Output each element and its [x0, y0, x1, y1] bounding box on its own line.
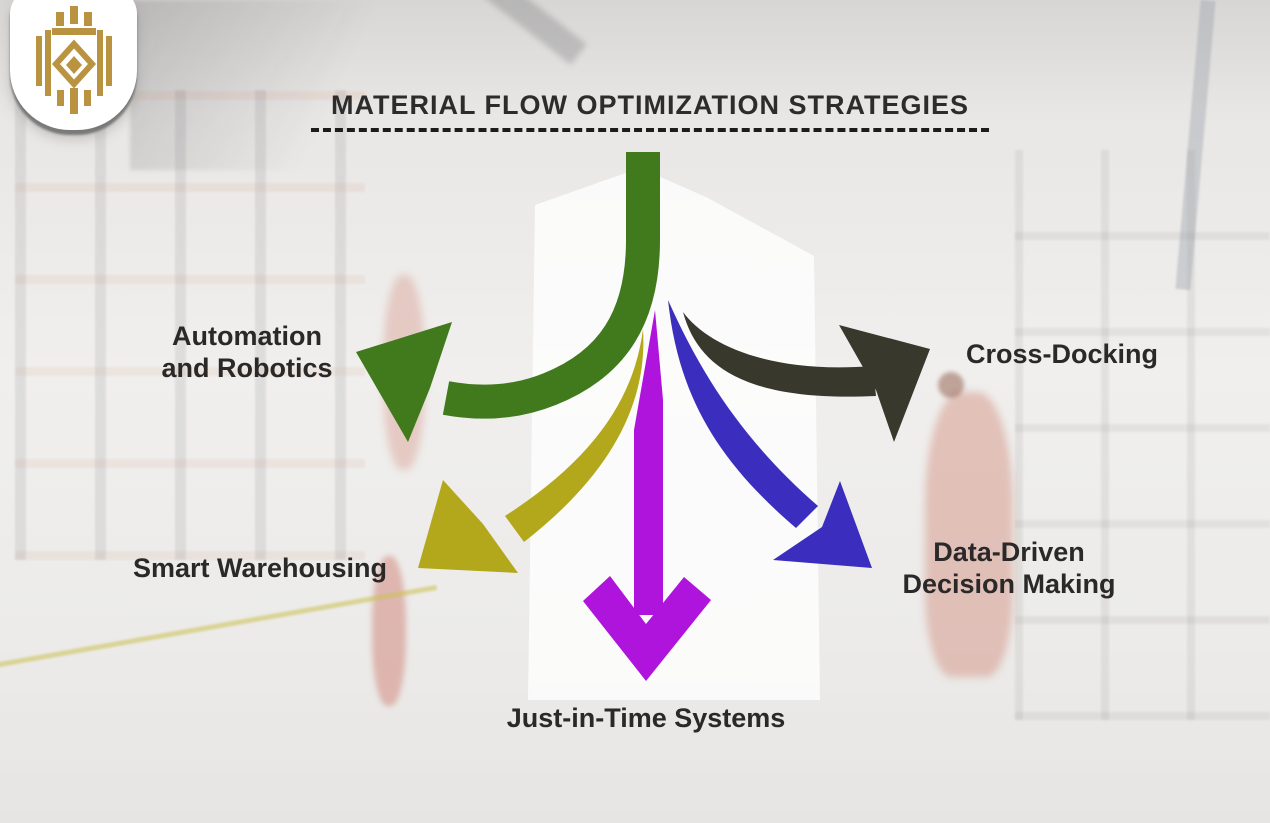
title-dashed-underline — [311, 128, 989, 132]
arrow-shaft — [505, 329, 644, 542]
label-line: Smart Warehousing — [132, 553, 388, 583]
arrow-head — [583, 576, 711, 681]
arrow-smart-warehousing — [418, 329, 644, 573]
gold-crest-icon — [35, 6, 112, 114]
page-title: MATERIAL FLOW OPTIMIZATION STRATEGIES — [331, 90, 969, 120]
arrow-head — [839, 325, 930, 442]
page-title-block: MATERIAL FLOW OPTIMIZATION STRATEGIES — [300, 90, 1000, 132]
label-line: and Robotics — [161, 353, 333, 383]
label-cross-docking: Cross-Docking — [966, 338, 1158, 370]
arrow-head — [418, 480, 518, 573]
arrow-head — [773, 481, 872, 568]
arrow-shaft — [634, 310, 663, 615]
label-just-in-time: Just-in-Time Systems — [507, 702, 786, 734]
arrow-data-driven — [668, 300, 872, 568]
label-line: Data-Driven — [933, 537, 1085, 567]
company-logo-badge — [10, 0, 137, 130]
arrow-shaft — [442, 152, 660, 419]
arrow-shaft — [683, 312, 876, 397]
arrow-shaft — [668, 300, 818, 528]
label-smart-warehousing: Smart Warehousing — [133, 552, 387, 584]
label-data-driven: Data-Driven Decision Making — [902, 536, 1115, 600]
arrow-just-in-time — [583, 310, 711, 681]
arrow-head — [356, 322, 452, 442]
label-automation-robotics: Automation and Robotics — [161, 320, 332, 384]
label-line: Just-in-Time Systems — [506, 703, 786, 733]
label-line: Cross-Docking — [965, 339, 1159, 369]
label-line: Automation — [172, 321, 322, 351]
arrow-automation-robotics — [356, 152, 660, 442]
label-line: Decision Making — [902, 569, 1116, 599]
arrow-cross-docking — [683, 312, 930, 442]
